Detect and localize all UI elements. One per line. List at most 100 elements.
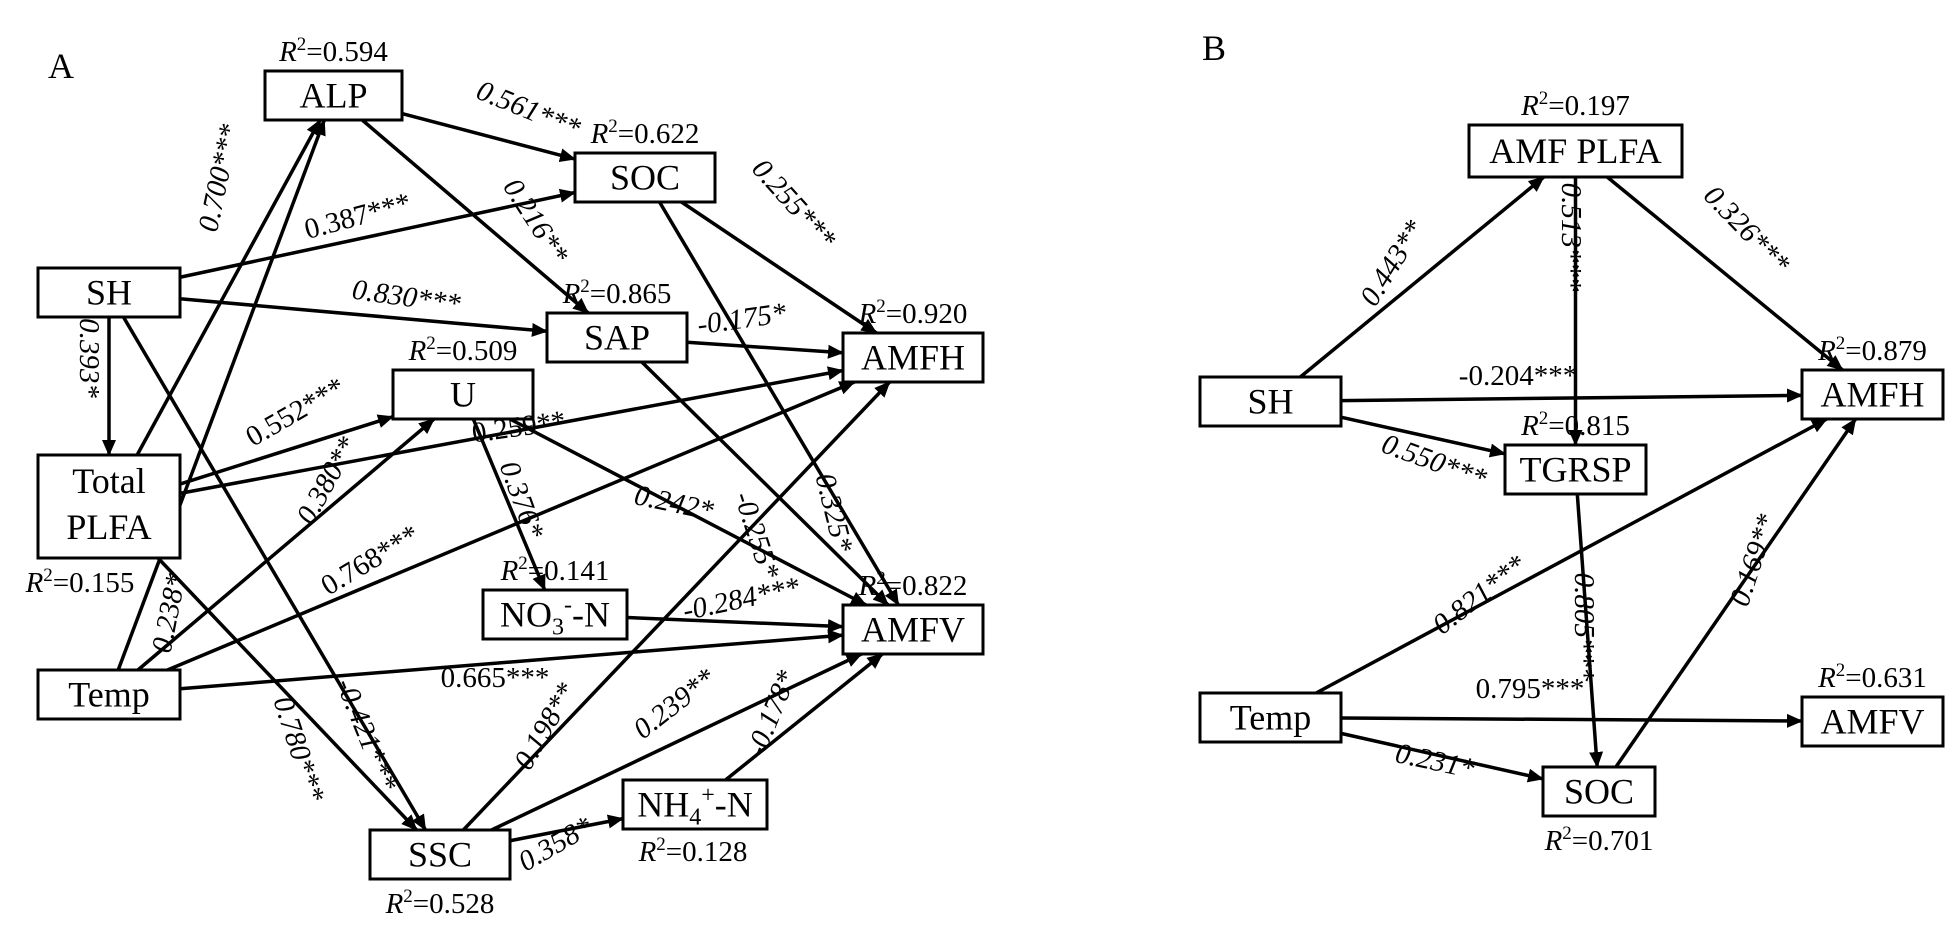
node-label-nh4: NH4+-N: [637, 783, 753, 831]
r2-a-u: R2=0.509: [408, 333, 518, 367]
node-label-amfh: AMFH: [861, 338, 965, 378]
node-b-temp: [1198, 691, 1343, 744]
path-ssc-to-amfv: [490, 652, 863, 832]
path-coef-tgrsp-soc: 0.805***: [1568, 573, 1600, 682]
node-a-totalplfa: [36, 453, 182, 560]
path-soc-to-amfh: [680, 200, 878, 335]
node-label-tgrsp: TGRSP: [1519, 450, 1631, 490]
path-totalplfa-to-amfh: [179, 366, 844, 496]
node-label-amfv: AMFV: [861, 610, 965, 650]
path-temp-to-amfv: [1340, 713, 1803, 728]
path-totalplfa-to-alp: [135, 119, 322, 456]
path-coef-amfplfa-tgrsp: 0.513***: [1555, 183, 1587, 292]
path-coef-amfplfa-amfh: 0.326***: [1697, 180, 1796, 281]
path-coef-soc-amfh: 0.255***: [745, 153, 842, 256]
node-label-sh: SH: [86, 273, 132, 313]
panel-label-b: B: [1202, 28, 1226, 68]
node-a-ssc: [368, 828, 512, 881]
r2-b-amfh: R2=0.879: [1817, 333, 1927, 367]
node-b-amfplfa: [1467, 123, 1684, 179]
edges-layer: [102, 111, 1858, 843]
path-temp-to-amfh: [166, 380, 856, 672]
path-temp-to-u: [136, 417, 436, 672]
node-a-u: [391, 368, 535, 421]
path-sap-to-amfv: [640, 360, 890, 607]
path-coef-sh-soc: 0.387***: [301, 187, 414, 246]
path-coef-alp-sap: 0.216**: [496, 173, 574, 270]
path-coef-totalplfa-ssc: 0.780***: [267, 693, 331, 807]
r2-a-amfv: R2=0.822: [858, 568, 968, 602]
path-coef-u-amfv: 0.242*: [632, 479, 717, 527]
path-amfplfa-to-amfh: [1606, 175, 1844, 372]
path-tgrsp-to-soc: [1575, 493, 1604, 768]
node-label-sh: SH: [1247, 382, 1293, 422]
node-a-no3: [481, 588, 629, 641]
path-sh-to-tgrsp: [1340, 415, 1506, 458]
node-a-amfv: [841, 603, 985, 656]
path-sh-to-amfh: [1340, 388, 1803, 403]
r2-b-amfplfa: R2=0.197: [1520, 88, 1630, 122]
path-u-to-amfv: [509, 417, 867, 607]
r2-a-ssc: R2=0.528: [385, 886, 495, 920]
path-coef-temp-soc: 0.231*: [1393, 737, 1478, 785]
r2-a-nh4: R2=0.128: [638, 834, 748, 868]
panel-label-a: A: [48, 46, 74, 86]
node-label-soc: SOC: [1564, 772, 1634, 812]
node-a-sh: [36, 266, 182, 319]
path-nh4-to-amfv: [724, 652, 884, 782]
path-coef-sh-sap: 0.830***: [350, 274, 463, 321]
node-a-sap: [545, 311, 689, 364]
node-a-nh4: [621, 778, 769, 831]
path-coef-sh-totalplfa: 0.393*: [73, 318, 105, 398]
path-coef-temp-amfv: 0.665***: [441, 662, 550, 694]
path-temp-to-amfv: [179, 629, 844, 691]
node-a-temp: [36, 668, 182, 721]
path-coef-soc-amfh: 0.169**: [1724, 510, 1784, 610]
node-a-alp: [263, 69, 404, 122]
path-coef-temp-amfv: 0.795***: [1476, 673, 1585, 705]
node-label-sap: SAP: [584, 318, 650, 358]
r2-b-tgrsp: R2=0.815: [1520, 408, 1630, 442]
node-label-soc: SOC: [610, 158, 680, 198]
node-b-soc: [1541, 765, 1657, 818]
path-coef-ssc-amfv: 0.239**: [627, 662, 721, 746]
path-totalplfa-to-u: [179, 414, 394, 486]
r2-a-amfh: R2=0.920: [858, 296, 968, 330]
node-b-tgrsp: [1503, 443, 1648, 496]
node-a-amfh: [841, 331, 985, 384]
path-soc-to-amfh: [1614, 418, 1858, 768]
path-coef-sh-amfplfa: 0.443**: [1354, 214, 1431, 311]
node-label-amfh: AMFH: [1820, 375, 1924, 415]
path-coef-temp-amfh: 0.768***: [316, 519, 426, 602]
path-coef-totalplfa-alp: 0.700***: [192, 121, 246, 235]
path-temp-to-alp: [116, 119, 326, 671]
node-b-amfv: [1800, 695, 1945, 748]
r2-a-soc: R2=0.622: [590, 116, 700, 150]
path-coef-nh4-amfv: -0.178*: [740, 666, 803, 761]
path-sh-to-sap: [179, 297, 548, 337]
path-coef-soc-amfv: 0.325*: [809, 470, 859, 556]
path-ssc-to-amfh: [462, 380, 891, 832]
path-coef-sh-amfh: -0.204***: [1459, 360, 1577, 392]
path-coef-ssc-nh4: 0.358*: [513, 810, 598, 878]
path-temp-to-amfh: [1315, 417, 1828, 695]
path-totalplfa-to-ssc: [156, 556, 418, 832]
node-label-ssc: SSC: [408, 835, 472, 875]
node-label-amfv: AMFV: [1820, 702, 1924, 742]
node-label-totalplfa-line2: PLFA: [66, 507, 151, 547]
path-coef-temp-amfh: 0.821***: [1427, 549, 1533, 641]
node-b-sh: [1198, 375, 1343, 428]
path-u-to-no3: [471, 418, 547, 591]
r2-a-alp: R2=0.594: [278, 34, 388, 68]
node-label-no3: NO3--N: [500, 593, 610, 641]
path-coef-alp-soc: 0.561***: [472, 74, 585, 145]
node-label-alp: ALP: [299, 76, 367, 116]
path-sap-to-amfh: [686, 340, 844, 359]
r2-a-totalplfa: R2=0.155: [25, 565, 135, 599]
path-alp-to-soc: [401, 111, 576, 163]
r2-b-amfv: R2=0.631: [1817, 660, 1927, 694]
path-coef-sap-amfh: -0.175*: [695, 297, 788, 341]
node-label-totalplfa-line1: Total: [72, 461, 145, 501]
